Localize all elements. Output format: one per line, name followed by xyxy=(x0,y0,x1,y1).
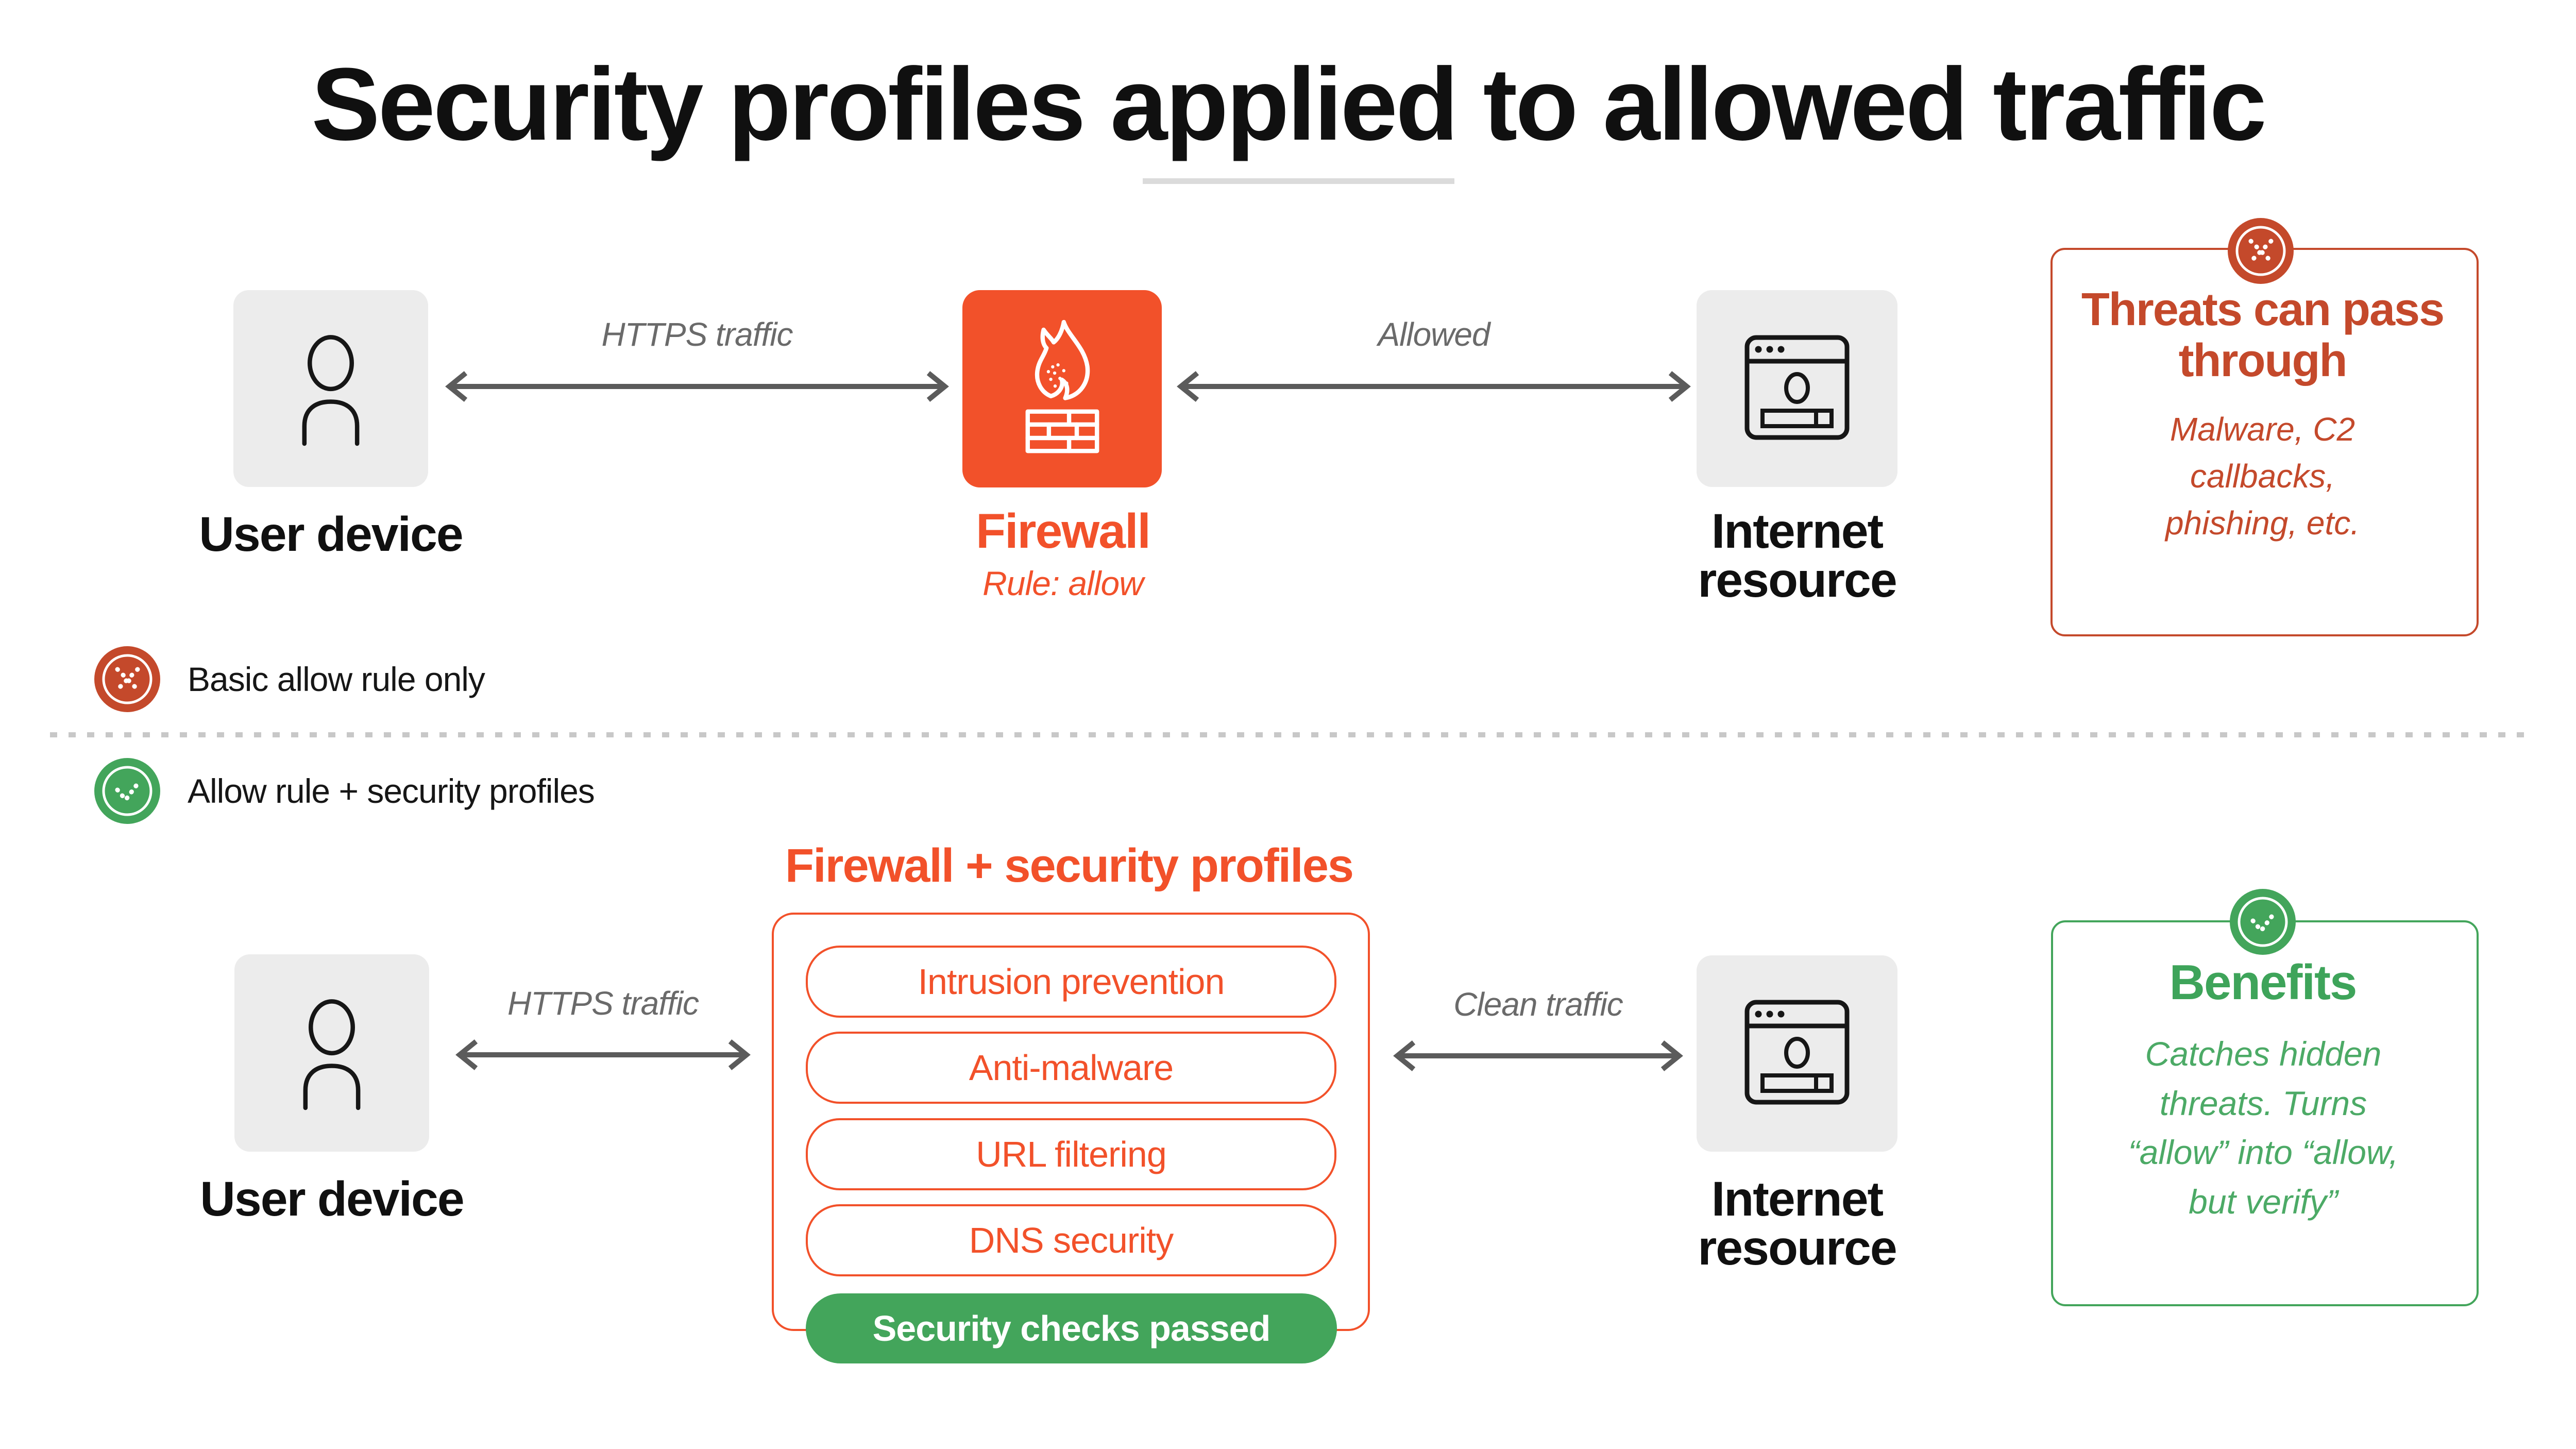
https-traffic-arrow xyxy=(442,370,952,403)
internet-resource-label: Internet resource xyxy=(1698,504,1897,608)
person-icon xyxy=(285,990,378,1116)
internet-resource-label: Internet resource xyxy=(1698,1172,1897,1275)
title-underline xyxy=(1143,178,1454,184)
clean-traffic-label: Clean traffic xyxy=(1453,986,1623,1023)
threats-title: Threats can pass through xyxy=(2081,284,2445,386)
https-traffic-arrow xyxy=(452,1038,754,1071)
browser-window-icon xyxy=(1743,333,1851,444)
allowed-label: Allowed xyxy=(1378,316,1490,353)
firewall-rule-label: Rule: allow xyxy=(982,564,1144,602)
page-title: Security profiles applied to allowed tra… xyxy=(311,47,2266,162)
profiles-legend-label: Allow rule + security profiles xyxy=(188,772,595,810)
benefits-body: Catches hidden threats. Turns “allow” in… xyxy=(2128,1035,2399,1221)
threats-body: Malware, C2 callbacks, phishing, etc. xyxy=(2165,411,2360,542)
check-circle-icon xyxy=(2229,888,2296,955)
benefits-card xyxy=(2051,920,2479,1306)
internet-resource-box xyxy=(1697,290,1897,487)
dashed-divider xyxy=(50,732,2526,737)
internet-resource-box xyxy=(1697,955,1897,1152)
profile-pill-url-filtering: URL filtering xyxy=(806,1118,1336,1190)
user-device-box xyxy=(233,290,428,487)
clean-traffic-arrow xyxy=(1390,1039,1686,1072)
flame-brick-wall-icon xyxy=(1013,315,1111,462)
profile-pill-intrusion-prevention: Intrusion prevention xyxy=(806,946,1336,1018)
person-icon xyxy=(284,326,377,452)
user-device-box xyxy=(234,954,429,1152)
user-device-label: User device xyxy=(199,507,463,562)
browser-window-icon xyxy=(1743,998,1851,1109)
profiles-heading: Firewall + security profiles xyxy=(785,839,1354,892)
user-device-label: User device xyxy=(200,1172,464,1226)
x-circle-icon xyxy=(94,646,161,713)
firewall-box xyxy=(962,290,1162,487)
benefits-title: Benefits xyxy=(2169,955,2358,1010)
basic-rule-legend-label: Basic allow rule only xyxy=(188,660,485,698)
allowed-arrow xyxy=(1174,370,1694,403)
threats-card xyxy=(2050,248,2479,636)
https-traffic-label: HTTPS traffic xyxy=(601,316,793,353)
firewall-label: Firewall xyxy=(976,504,1151,559)
check-circle-icon xyxy=(94,757,161,824)
https-traffic-label: HTTPS traffic xyxy=(507,985,699,1022)
profile-pill-dns-security: DNS security xyxy=(806,1204,1336,1276)
security-checks-passed-pill: Security checks passed xyxy=(806,1293,1337,1363)
profile-pill-anti-malware: Anti-malware xyxy=(806,1032,1336,1104)
x-circle-icon xyxy=(2227,217,2294,284)
